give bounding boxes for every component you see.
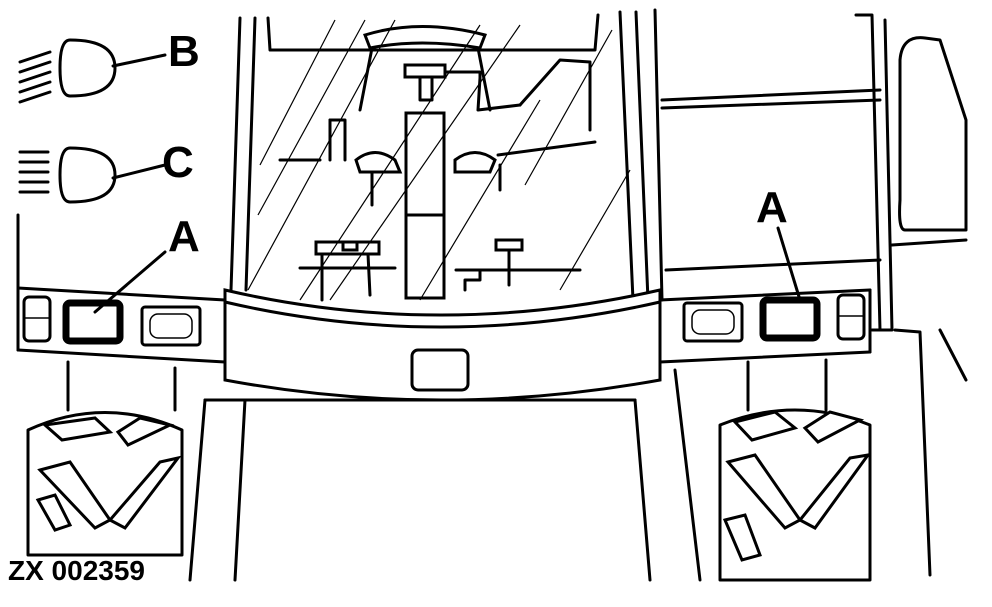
- rear-light-bar: [16, 213, 872, 364]
- leader-line-right-a: [776, 226, 802, 302]
- right-rear-tire: [718, 358, 872, 582]
- figure-id: ZX 002359: [8, 555, 145, 586]
- legend-low-beam: [18, 146, 167, 204]
- center-bumper: [188, 288, 702, 582]
- label-right-work-light: A: [756, 183, 788, 232]
- label-low-beam: C: [162, 138, 194, 187]
- right-work-light-a: [759, 296, 821, 342]
- left-marker-lamp: [22, 295, 52, 343]
- right-tail-lamp: [682, 301, 744, 343]
- cab-frame: [229, 8, 968, 577]
- high-beam-icon: [18, 38, 117, 104]
- left-rear-tire: [26, 360, 184, 557]
- label-high-beam: B: [168, 27, 200, 76]
- left-work-light-a: [62, 299, 124, 345]
- low-beam-icon: [18, 146, 117, 204]
- right-marker-lamp: [836, 293, 866, 341]
- left-tail-lamp: [140, 305, 202, 347]
- number-plate-light: [410, 348, 470, 392]
- label-left-work-light: A: [168, 212, 200, 261]
- windshield-reflections: [247, 19, 631, 301]
- leader-line-left-a: [93, 250, 167, 314]
- legend-high-beam: [18, 38, 167, 104]
